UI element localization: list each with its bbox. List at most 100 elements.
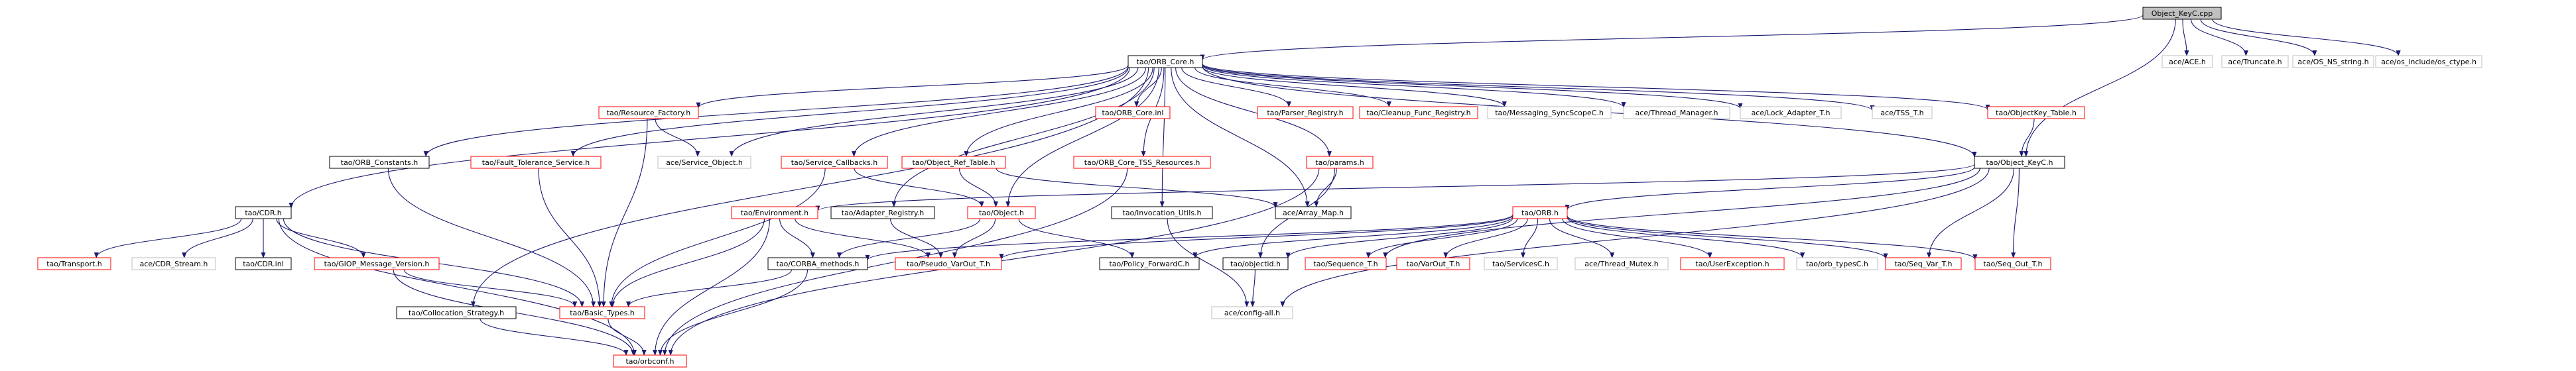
node-label: tao/Object_KeyC.h: [1986, 158, 2053, 167]
node-box: [1095, 106, 1171, 119]
node-box: [1073, 156, 1211, 169]
node-box: [396, 306, 517, 319]
edge-cdr-to-cdr-stream: [182, 218, 253, 258]
node-thread-mutex[interactable]: ace/Thread_Mutex.h: [1575, 257, 1669, 270]
edge-svc-callbacks-to-object: [854, 168, 984, 207]
node-root[interactable]: Object_KeyC.cpp: [2142, 7, 2222, 20]
edge-orb-core-to-cleanup-reg: [1194, 67, 1391, 107]
node-user-exc[interactable]: tao/UserException.h: [1680, 257, 1785, 270]
node-box: [2142, 7, 2222, 20]
node-label: tao/Adapter_Registry.h: [842, 209, 925, 217]
node-seq-var-t[interactable]: tao/Seq_Var_T.h: [1885, 257, 1962, 270]
edge-collocation-to-orbconf: [480, 318, 629, 356]
node-objectid[interactable]: tao/objectid.h: [1222, 257, 1289, 270]
edge-orb-to-seq-out-t: [1567, 215, 1978, 260]
node-label: tao/ObjectKey_Table.h: [1996, 109, 2077, 117]
node-ace-ace[interactable]: ace/ACE.h: [2161, 55, 2213, 68]
node-orb-typesc[interactable]: tao/orb_typesC.h: [1796, 257, 1878, 270]
node-svc-object[interactable]: ace/Service_Object.h: [657, 156, 751, 169]
node-object-keyc[interactable]: tao/Object_KeyC.h: [1974, 156, 2065, 169]
node-config-all[interactable]: ace/config-all.h: [1211, 306, 1293, 319]
node-label: tao/Fault_Tolerance_Service.h: [482, 158, 590, 167]
node-box: [1512, 206, 1568, 219]
edge-root-to-ace-ace: [2182, 19, 2189, 56]
node-label: tao/UserException.h: [1695, 260, 1769, 268]
edge-orb-core-to-msg-sync: [1202, 66, 1507, 107]
edge-orb-to-thread-mutex: [1549, 218, 1615, 258]
node-cleanup-reg[interactable]: tao/Cleanup_Func_Registry.h: [1359, 106, 1478, 119]
edge-environment-to-orbconf: [653, 218, 770, 356]
node-orb-core[interactable]: tao/ORB_Core.h: [1127, 55, 1203, 68]
node-orb[interactable]: tao/ORB.h: [1512, 206, 1568, 219]
node-obj-ref-table[interactable]: tao/Object_Ref_Table.h: [901, 156, 1006, 169]
node-orb-constants[interactable]: tao/ORB_Constants.h: [329, 156, 430, 169]
node-cdr-stream[interactable]: ace/CDR_Stream.h: [131, 257, 216, 270]
edge-orb-to-objectid: [1285, 217, 1513, 259]
node-basic-types[interactable]: tao/Basic_Types.h: [559, 306, 645, 319]
edge-orb-core-to-lock-adapter: [1202, 64, 1743, 109]
node-corba-methods[interactable]: tao/CORBA_methods.h: [767, 257, 868, 270]
edge-orb-constants-to-basic-types: [387, 168, 596, 307]
node-box: [1306, 156, 1374, 169]
node-box: [1257, 106, 1354, 119]
node-params[interactable]: tao/params.h: [1306, 156, 1374, 169]
node-box: [598, 106, 699, 119]
edge-orb-to-varout-t: [1443, 218, 1528, 258]
node-invocation-utils[interactable]: tao/Invocation_Utils.h: [1111, 206, 1213, 219]
node-box: [895, 257, 1002, 270]
edge-root-to-orb-core: [1200, 15, 2144, 61]
node-box: [1127, 55, 1203, 68]
node-cdr-inl[interactable]: tao/CDR.inl: [235, 257, 292, 270]
edge-orb-core-to-svc-object: [729, 67, 1139, 157]
node-servicesc[interactable]: tao/ServicesC.h: [1484, 257, 1558, 270]
node-sequence-t[interactable]: tao/Sequence_T.h: [1305, 257, 1387, 270]
node-svc-callbacks[interactable]: tao/Service_Callbacks.h: [781, 156, 888, 169]
node-label: tao/Parser_Registry.h: [1267, 109, 1343, 117]
node-collocation[interactable]: tao/Collocation_Strategy.h: [396, 306, 517, 319]
node-objkey-table[interactable]: tao/ObjectKey_Table.h: [1987, 106, 2085, 119]
edge-res-factory-to-svc-object: [655, 118, 700, 157]
node-lock-adapter[interactable]: ace/Lock_Adapter_T.h: [1740, 106, 1842, 119]
node-thread-mgr[interactable]: ace/Thread_Manager.h: [1623, 106, 1730, 119]
edge-orb-to-orb-typesc: [1567, 217, 1805, 258]
node-ace-ctype[interactable]: ace/os_include/os_ctype.h: [2375, 55, 2482, 68]
node-varout-t[interactable]: tao/VarOut_T.h: [1396, 257, 1470, 270]
node-transport[interactable]: tao/Transport.h: [37, 257, 111, 270]
edge-corba-methods-to-basic-types: [626, 269, 793, 307]
edge-orb-core-to-objkey-table: [1202, 63, 1990, 111]
edge-object-keyc-to-environment: [815, 164, 1975, 212]
node-object[interactable]: tao/Object.h: [967, 206, 1036, 219]
node-box: [1275, 206, 1352, 219]
node-box: [1740, 106, 1842, 119]
node-cdr[interactable]: tao/CDR.h: [235, 206, 292, 219]
node-giop-msg[interactable]: tao/GIOP_Message_Version.h: [314, 257, 440, 270]
node-box: [1974, 257, 2051, 270]
node-array-map[interactable]: ace/Array_Map.h: [1275, 206, 1352, 219]
node-ace-osns[interactable]: ace/OS_NS_string.h: [2292, 55, 2374, 68]
node-policy-fwd[interactable]: tao/Policy_ForwardC.h: [1099, 257, 1200, 270]
edge-object-to-corba-methods: [836, 218, 981, 258]
node-box: [1680, 257, 1785, 270]
edge-res-factory-to-basic-types: [601, 118, 648, 307]
node-res-factory[interactable]: tao/Resource_Factory.h: [598, 106, 699, 119]
node-ace-trunc[interactable]: ace/Truncate.h: [2221, 55, 2289, 68]
node-parser-reg[interactable]: tao/Parser_Registry.h: [1257, 106, 1354, 119]
edge-obj-ref-table-to-array-map: [996, 168, 1278, 208]
node-seq-out-t[interactable]: tao/Seq_Out_T.h: [1974, 257, 2051, 270]
node-label: tao/ORB_Core.inl: [1102, 109, 1164, 117]
node-adapter-reg[interactable]: tao/Adapter_Registry.h: [830, 206, 935, 219]
edge-environment-to-pseudo-varout: [795, 218, 931, 258]
node-tss-t[interactable]: ace/TSS_T.h: [1872, 106, 1933, 119]
node-msg-sync[interactable]: tao/Messaging_SyncScopeC.h: [1487, 106, 1612, 119]
node-orb-core-tss[interactable]: tao/ORB_Core_TSS_Resources.h: [1073, 156, 1211, 169]
node-fault-tol[interactable]: tao/Fault_Tolerance_Service.h: [470, 156, 602, 169]
node-orb-core-inl[interactable]: tao/ORB_Core.inl: [1095, 106, 1171, 119]
node-box: [2375, 55, 2482, 68]
node-box: [37, 257, 111, 270]
node-box: [1111, 206, 1213, 219]
node-orbconf[interactable]: tao/orbconf.h: [613, 354, 687, 368]
node-environment[interactable]: tao/Environment.h: [731, 206, 818, 219]
node-label: tao/Seq_Var_T.h: [1894, 260, 1952, 268]
node-pseudo-varout[interactable]: tao/Pseudo_VarOut_T.h: [895, 257, 1002, 270]
